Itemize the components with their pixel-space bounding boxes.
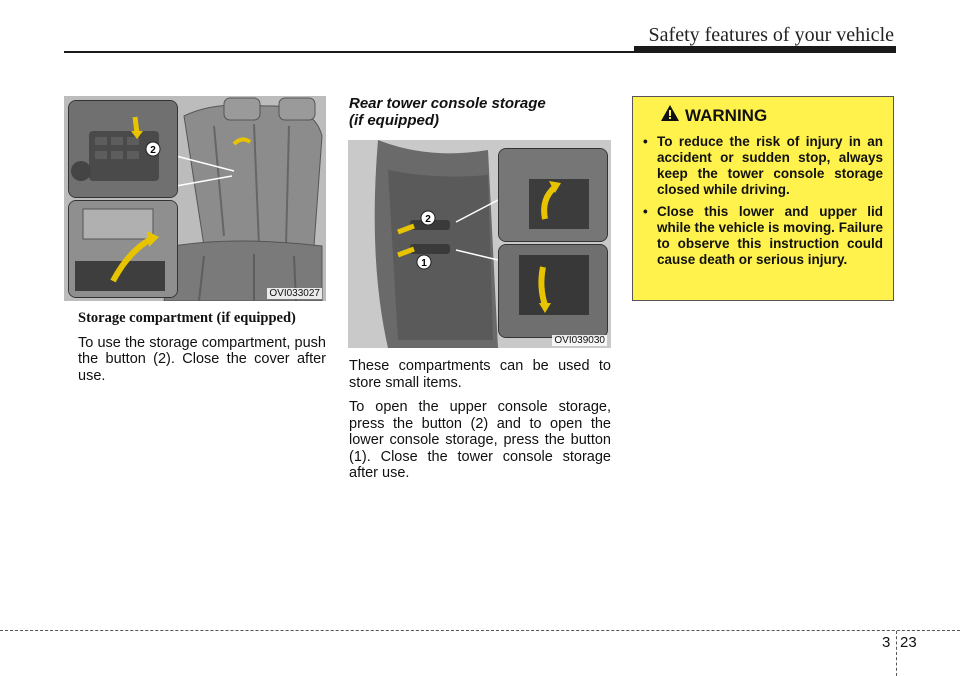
inset-compartment-open [68, 200, 178, 298]
warning-triangle-icon [661, 105, 679, 126]
middle-column-text: These compartments can be used to store … [349, 358, 611, 490]
warning-item: Close this lower and upper lid while the… [643, 204, 883, 268]
warning-list: To reduce the risk of injury in an accid… [643, 134, 883, 268]
section-heading-line1: Rear tower console storage [349, 95, 546, 112]
figure-code: OVI033027 [267, 288, 322, 299]
chapter-number: 3 [882, 634, 891, 651]
body-paragraph-2: To open the upper console storage, press… [349, 399, 611, 481]
warning-header: WARNING [661, 105, 883, 126]
figure-rear-seat: 2 OVI033027 [64, 96, 326, 301]
inset-button-closeup: 2 [68, 100, 178, 198]
figure-tower-console: 2 1 OVI039030 [348, 140, 611, 348]
warning-item: To reduce the risk of injury in an accid… [643, 134, 883, 198]
body-paragraph: To use the storage compartment, push the… [78, 334, 326, 384]
svg-text:1: 1 [421, 258, 427, 269]
header-rule-accent [634, 46, 896, 53]
warning-box: WARNING To reduce the risk of injury in … [632, 96, 894, 301]
middle-column-heading: Rear tower console storage (if equipped) [349, 95, 611, 129]
body-paragraph-1: These compartments can be used to store … [349, 358, 611, 391]
inset-lower-storage [498, 244, 608, 338]
svg-text:2: 2 [425, 214, 431, 225]
page-separator [896, 631, 897, 676]
section-heading: Storage compartment (if equipped) [78, 310, 296, 326]
header-title: Safety features of your vehicle [648, 24, 894, 46]
warning-title: WARNING [685, 105, 768, 125]
inset-upper-storage [498, 148, 608, 242]
header-rule [64, 51, 634, 53]
left-column-text: Storage compartment (if equipped) To use… [78, 310, 326, 392]
section-heading-line2: (if equipped) [349, 112, 439, 129]
footer-rule [0, 630, 960, 631]
figure-code: OVI039030 [552, 335, 607, 346]
page-number: 23 [900, 634, 917, 651]
svg-text:2: 2 [150, 145, 156, 156]
